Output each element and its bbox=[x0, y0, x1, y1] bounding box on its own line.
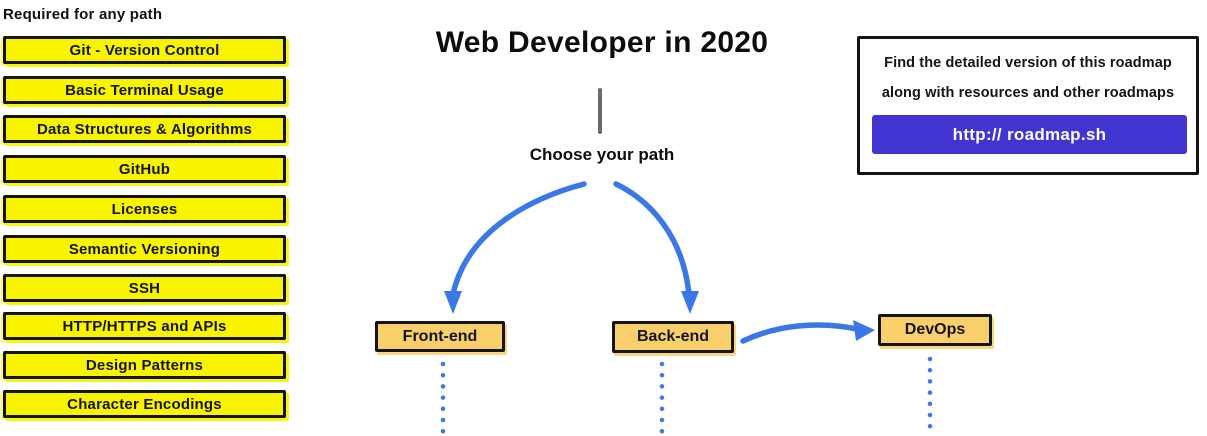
arrowhead-devops bbox=[853, 320, 875, 341]
info-text-line1: Find the detailed version of this roadma… bbox=[884, 55, 1172, 71]
title-connector-line bbox=[598, 88, 602, 134]
path-node-backend[interactable]: Back-end bbox=[612, 321, 734, 353]
arrow-backend-to-devops bbox=[740, 322, 860, 344]
path-node-devops[interactable]: DevOps bbox=[878, 314, 992, 346]
arrow-choose-to-frontend bbox=[450, 181, 587, 297]
topic-box-terminal[interactable]: Basic Terminal Usage bbox=[3, 76, 286, 104]
info-text-line2: along with resources and other roadmaps bbox=[881, 85, 1175, 101]
topic-box-git[interactable]: Git - Version Control bbox=[3, 36, 286, 64]
path-node-frontend[interactable]: Front-end bbox=[375, 321, 505, 352]
arrow-choose-to-backend bbox=[613, 181, 692, 297]
topic-box-ssh[interactable]: SSH bbox=[3, 274, 286, 302]
choose-your-path-label: Choose your path bbox=[529, 145, 675, 164]
topic-box-http-apis[interactable]: HTTP/HTTPS and APIs bbox=[3, 312, 286, 340]
arrowhead-backend bbox=[681, 291, 699, 314]
roadmap-url-button[interactable]: http:// roadmap.sh bbox=[872, 115, 1187, 154]
topic-box-character-encodings[interactable]: Character Encodings bbox=[3, 390, 286, 418]
page-title: Web Developer in 2020 bbox=[435, 26, 769, 59]
topic-box-github[interactable]: GitHub bbox=[3, 155, 286, 183]
topic-box-design-patterns[interactable]: Design Patterns bbox=[3, 351, 286, 379]
arrowhead-frontend bbox=[444, 291, 462, 314]
roadmap-info-box: Find the detailed version of this roadma… bbox=[857, 36, 1199, 175]
required-path-header: Required for any path bbox=[3, 6, 163, 23]
topic-box-licenses[interactable]: Licenses bbox=[3, 195, 286, 223]
topic-box-data-structures[interactable]: Data Structures & Algorithms bbox=[3, 115, 286, 143]
topic-box-semantic-versioning[interactable]: Semantic Versioning bbox=[3, 235, 286, 263]
